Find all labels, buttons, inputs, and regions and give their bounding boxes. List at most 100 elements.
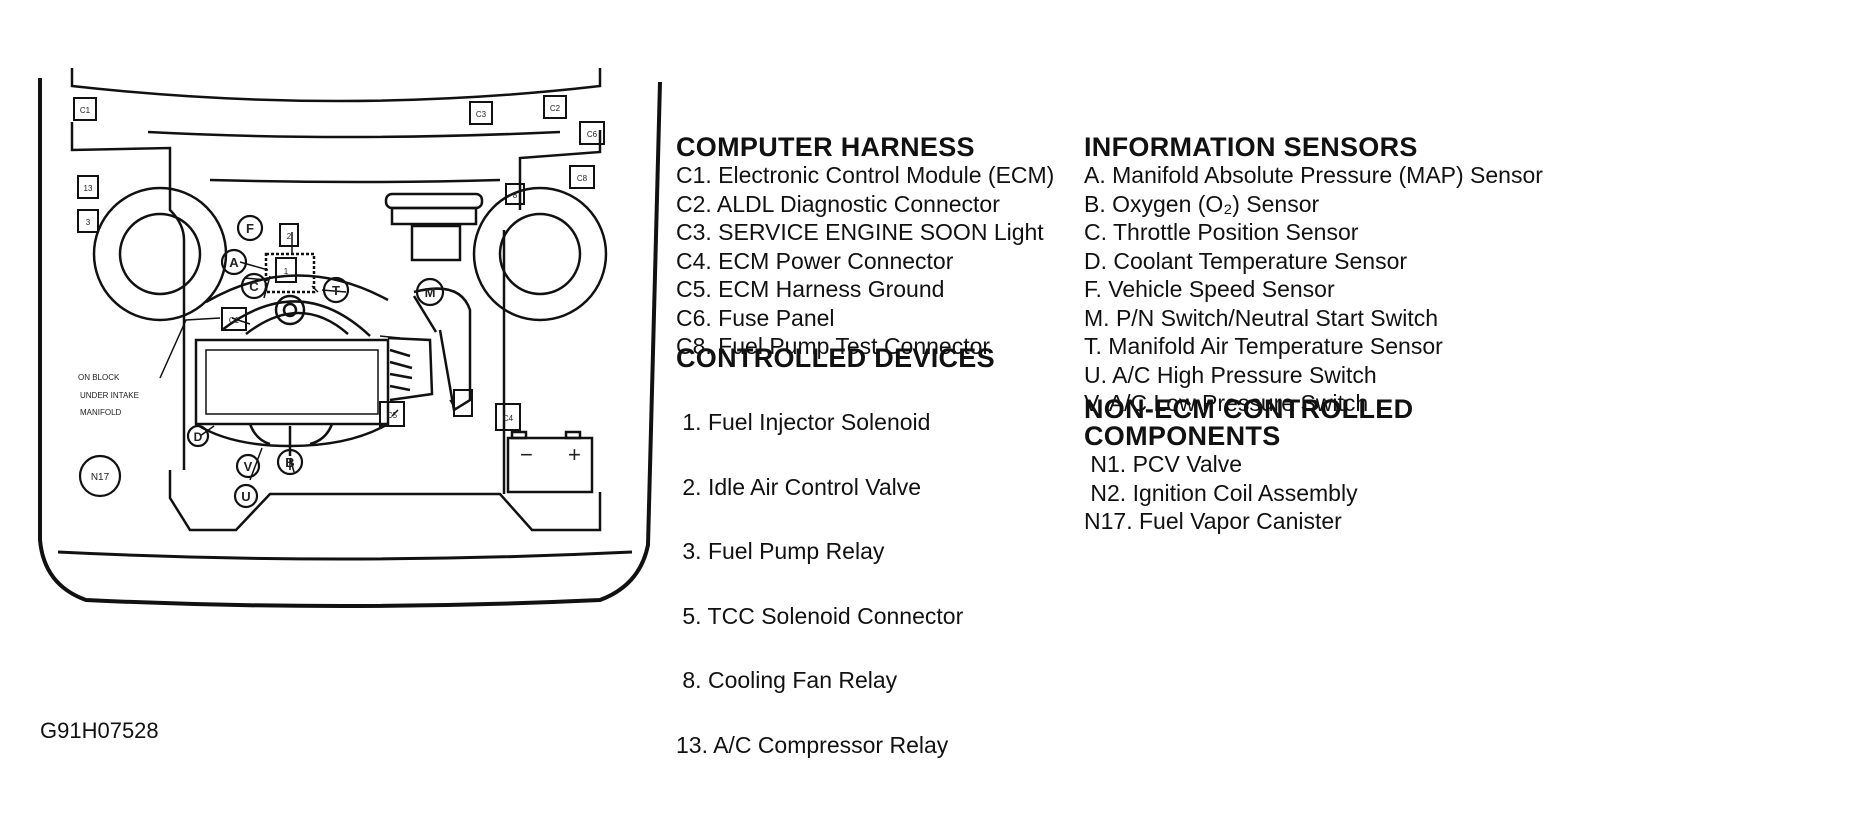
- marker-5: [453, 389, 473, 417]
- legend-item: 5. TCC Solenoid Connector: [676, 602, 964, 629]
- legend-item: C4. ECM Power Connector: [676, 247, 954, 274]
- svg-text:C4: C4: [503, 414, 514, 423]
- marker-a: [220, 248, 248, 276]
- svg-text:D: D: [194, 430, 203, 444]
- lower-chassis: [168, 470, 602, 532]
- bumper-line: [57, 550, 633, 561]
- engine-block: [194, 274, 434, 456]
- svg-text:8: 8: [513, 191, 518, 200]
- right-fender: [518, 130, 602, 210]
- firewall-mid: [209, 178, 501, 184]
- svg-text:+: +: [568, 442, 581, 467]
- marker-n17: [78, 454, 122, 498]
- legend-item: T. Manifold Air Temperature Sensor: [1084, 333, 1443, 359]
- legend-item: C1. Electronic Control Module (ECM): [676, 162, 1055, 188]
- legend-item: B. Oxygen (O₂) Sensor: [1084, 190, 1320, 217]
- legend-item: C8. Fuel Pump Test Connector: [676, 333, 991, 359]
- air-cleaner: [384, 192, 484, 262]
- legend-item: U. A/C High Pressure Switch: [1084, 361, 1377, 388]
- svg-text:B: B: [285, 455, 294, 470]
- svg-text:UNDER INTAKE: UNDER INTAKE: [80, 391, 139, 400]
- marker-c1: [221, 307, 247, 331]
- legend-item: 13. A/C Compressor Relay: [676, 731, 949, 758]
- marker-m: [415, 277, 445, 307]
- marker-f: [236, 214, 264, 242]
- legend-controlled-devices: CONTROLLED DEVICES 1. Fuel Injector Sole…: [676, 345, 995, 795]
- legend-item: F. Vehicle Speed Sensor: [1084, 276, 1335, 302]
- legend-non-ecm: NON-ECM CONTROLLED COMPONENTS N1. PCV Va…: [1084, 396, 1413, 536]
- legend-item: 1. Fuel Injector Solenoid: [676, 409, 931, 435]
- svg-text:C3: C3: [476, 110, 487, 119]
- left-wheel: [92, 186, 228, 322]
- legend-item: C. Throttle Position Sensor: [1084, 219, 1359, 245]
- legend-item: A. Manifold Absolute Pressure (MAP) Sens…: [1084, 162, 1543, 188]
- legend-computer-harness: COMPUTER HARNESS C1. Electronic Control …: [676, 134, 1054, 361]
- legend-item: 8. Cooling Fan Relay: [676, 667, 898, 693]
- legend-title-controlled-devices: CONTROLLED DEVICES: [676, 343, 995, 373]
- legend-title-non-ecm-line1: NON-ECM CONTROLLED: [1084, 394, 1414, 424]
- svg-text:M: M: [425, 285, 436, 300]
- marker-d: [186, 424, 210, 448]
- svg-text:−: −: [520, 442, 533, 467]
- marker-c1-top: [73, 97, 97, 121]
- marker-c2: [543, 95, 567, 119]
- transmission: [412, 287, 472, 413]
- svg-text:U: U: [241, 489, 250, 504]
- svg-text:1: 1: [284, 267, 289, 276]
- svg-text:T: T: [332, 283, 340, 298]
- legend-item: N1. PCV Valve: [1084, 451, 1243, 477]
- legend-item: V. A/C Low Pressure Switch: [1084, 390, 1369, 416]
- svg-text:3: 3: [86, 218, 91, 227]
- legend-item: M. P/N Switch/Neutral Start Switch: [1084, 304, 1439, 331]
- cowl-line: [70, 68, 602, 103]
- legend-item: 3. Fuel Pump Relay: [676, 538, 885, 564]
- marker-c5: [379, 401, 405, 427]
- svg-text:C6: C6: [587, 130, 598, 139]
- marker-c: [240, 272, 268, 300]
- marker-c6: [579, 121, 605, 145]
- marker-13: [77, 175, 99, 199]
- marker-2: [279, 223, 299, 247]
- svg-text:C5: C5: [387, 411, 398, 420]
- legend-information-sensors: INFORMATION SENSORS A. Manifold Absolute…: [1084, 134, 1543, 418]
- svg-text:V: V: [244, 459, 253, 474]
- svg-text:C1: C1: [80, 106, 91, 115]
- legend-item: N2. Ignition Coil Assembly: [1084, 479, 1358, 506]
- image-code: G91H07528: [40, 718, 159, 743]
- legend-item: C6. Fuse Panel: [676, 304, 835, 331]
- svg-text:MANIFOLD: MANIFOLD: [80, 408, 122, 417]
- throttle-body: [264, 252, 316, 326]
- legend-item: 2. Idle Air Control Valve: [676, 473, 922, 500]
- marker-1: [275, 257, 297, 283]
- legend-item: C2. ALDL Diagnostic Connector: [676, 190, 1000, 217]
- marker-8: [505, 183, 525, 205]
- marker-3: [77, 209, 99, 233]
- legend-item: C5. ECM Harness Ground: [676, 276, 945, 302]
- body-outline: [38, 78, 662, 608]
- svg-text:C: C: [249, 279, 259, 294]
- upper-firewall: [147, 130, 561, 139]
- legend-title-information-sensors: INFORMATION SENSORS: [1084, 132, 1418, 162]
- marker-c8: [569, 165, 595, 189]
- marker-b: [276, 448, 304, 476]
- svg-text:C2: C2: [550, 104, 561, 113]
- legend-item: N17. Fuel Vapor Canister: [1084, 508, 1342, 534]
- svg-text:2: 2: [287, 232, 292, 241]
- location-note: ON BLOCK UNDER INTAKE MANIFOLD: [78, 373, 139, 417]
- svg-text:N17: N17: [91, 472, 110, 483]
- svg-text:F: F: [246, 221, 254, 236]
- legend-item: C3. SERVICE ENGINE SOON Light: [676, 219, 1044, 245]
- svg-text:13: 13: [84, 184, 93, 193]
- marker-t: [322, 276, 350, 304]
- svg-text:A: A: [229, 255, 239, 270]
- engine-compartment-diagram: − + C1 C3 C2 C6 C8 13 3 8 2 1 C1 C5 C4: [38, 68, 662, 608]
- svg-text:ON BLOCK: ON BLOCK: [78, 373, 120, 382]
- right-wheel: [472, 186, 608, 322]
- marker-v: [235, 453, 261, 479]
- marker-c4: [495, 403, 521, 431]
- svg-text:C8: C8: [577, 174, 588, 183]
- battery: − +: [506, 430, 594, 494]
- legend-item: D. Coolant Temperature Sensor: [1084, 247, 1408, 274]
- legend-title-non-ecm-line2: COMPONENTS: [1084, 421, 1281, 451]
- svg-text:C1: C1: [229, 316, 240, 325]
